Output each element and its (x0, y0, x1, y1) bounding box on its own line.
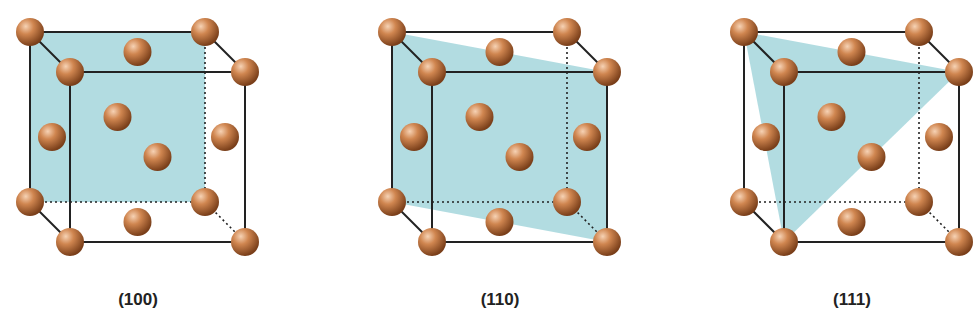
atom (486, 38, 514, 66)
atom (418, 58, 446, 86)
cube-edge (29, 32, 31, 202)
hidden-edge (918, 32, 920, 202)
atom (730, 188, 758, 216)
cube-edge (743, 32, 745, 202)
cube-edge (744, 31, 919, 33)
atom (56, 228, 84, 256)
atom (506, 143, 534, 171)
atom (211, 123, 239, 151)
atom (38, 123, 66, 151)
atom (770, 58, 798, 86)
cube-edge (30, 31, 205, 33)
plane-label: (110) (481, 290, 520, 310)
atom (191, 18, 219, 46)
atom (466, 103, 494, 131)
cube-edge (784, 241, 959, 243)
atom (925, 123, 953, 151)
atom (770, 228, 798, 256)
atom (191, 188, 219, 216)
fcc-unit-cell (730, 18, 973, 256)
atom (752, 123, 780, 151)
atom (553, 188, 581, 216)
atom (378, 188, 406, 216)
atom (16, 18, 44, 46)
fcc-unit-cell (378, 18, 621, 256)
atom (104, 103, 132, 131)
atom (553, 18, 581, 46)
cube-edge (70, 241, 245, 243)
lattice-plane (392, 32, 607, 242)
atom (56, 58, 84, 86)
plane-label: (100) (118, 290, 158, 310)
lattice-plane (744, 32, 959, 242)
atom (730, 18, 758, 46)
cube-edge (69, 72, 71, 242)
atom (418, 228, 446, 256)
atom (124, 208, 152, 236)
atom (858, 143, 886, 171)
atom (945, 228, 973, 256)
cube-edge (432, 241, 607, 243)
atom (573, 123, 601, 151)
cube-edge (606, 72, 608, 242)
atom (231, 58, 259, 86)
atom (905, 188, 933, 216)
cube-edge (958, 72, 960, 242)
atom (231, 228, 259, 256)
atom (818, 103, 846, 131)
cube-edge (391, 32, 393, 202)
fcc-unit-cell (16, 18, 259, 256)
atom (378, 18, 406, 46)
hidden-edge (392, 201, 567, 203)
atom (838, 208, 866, 236)
atom (593, 58, 621, 86)
cube-edge (432, 71, 607, 73)
lattice-plane (30, 32, 205, 202)
plane-label: (111) (833, 290, 871, 310)
atom (144, 143, 172, 171)
atom (945, 58, 973, 86)
cube-edge (244, 72, 246, 242)
cube-edge (784, 71, 959, 73)
atom (593, 228, 621, 256)
atom (486, 208, 514, 236)
cube-edge (783, 72, 785, 242)
atom (124, 38, 152, 66)
hidden-edge (566, 32, 568, 202)
hidden-edge (204, 32, 206, 202)
cube-edge (392, 31, 567, 33)
atom (16, 188, 44, 216)
hidden-edge (30, 201, 205, 203)
atom (905, 18, 933, 46)
atom (838, 38, 866, 66)
atom (400, 123, 428, 151)
hidden-edge (744, 201, 919, 203)
cube-edge (70, 71, 245, 73)
cube-edge (431, 72, 433, 242)
